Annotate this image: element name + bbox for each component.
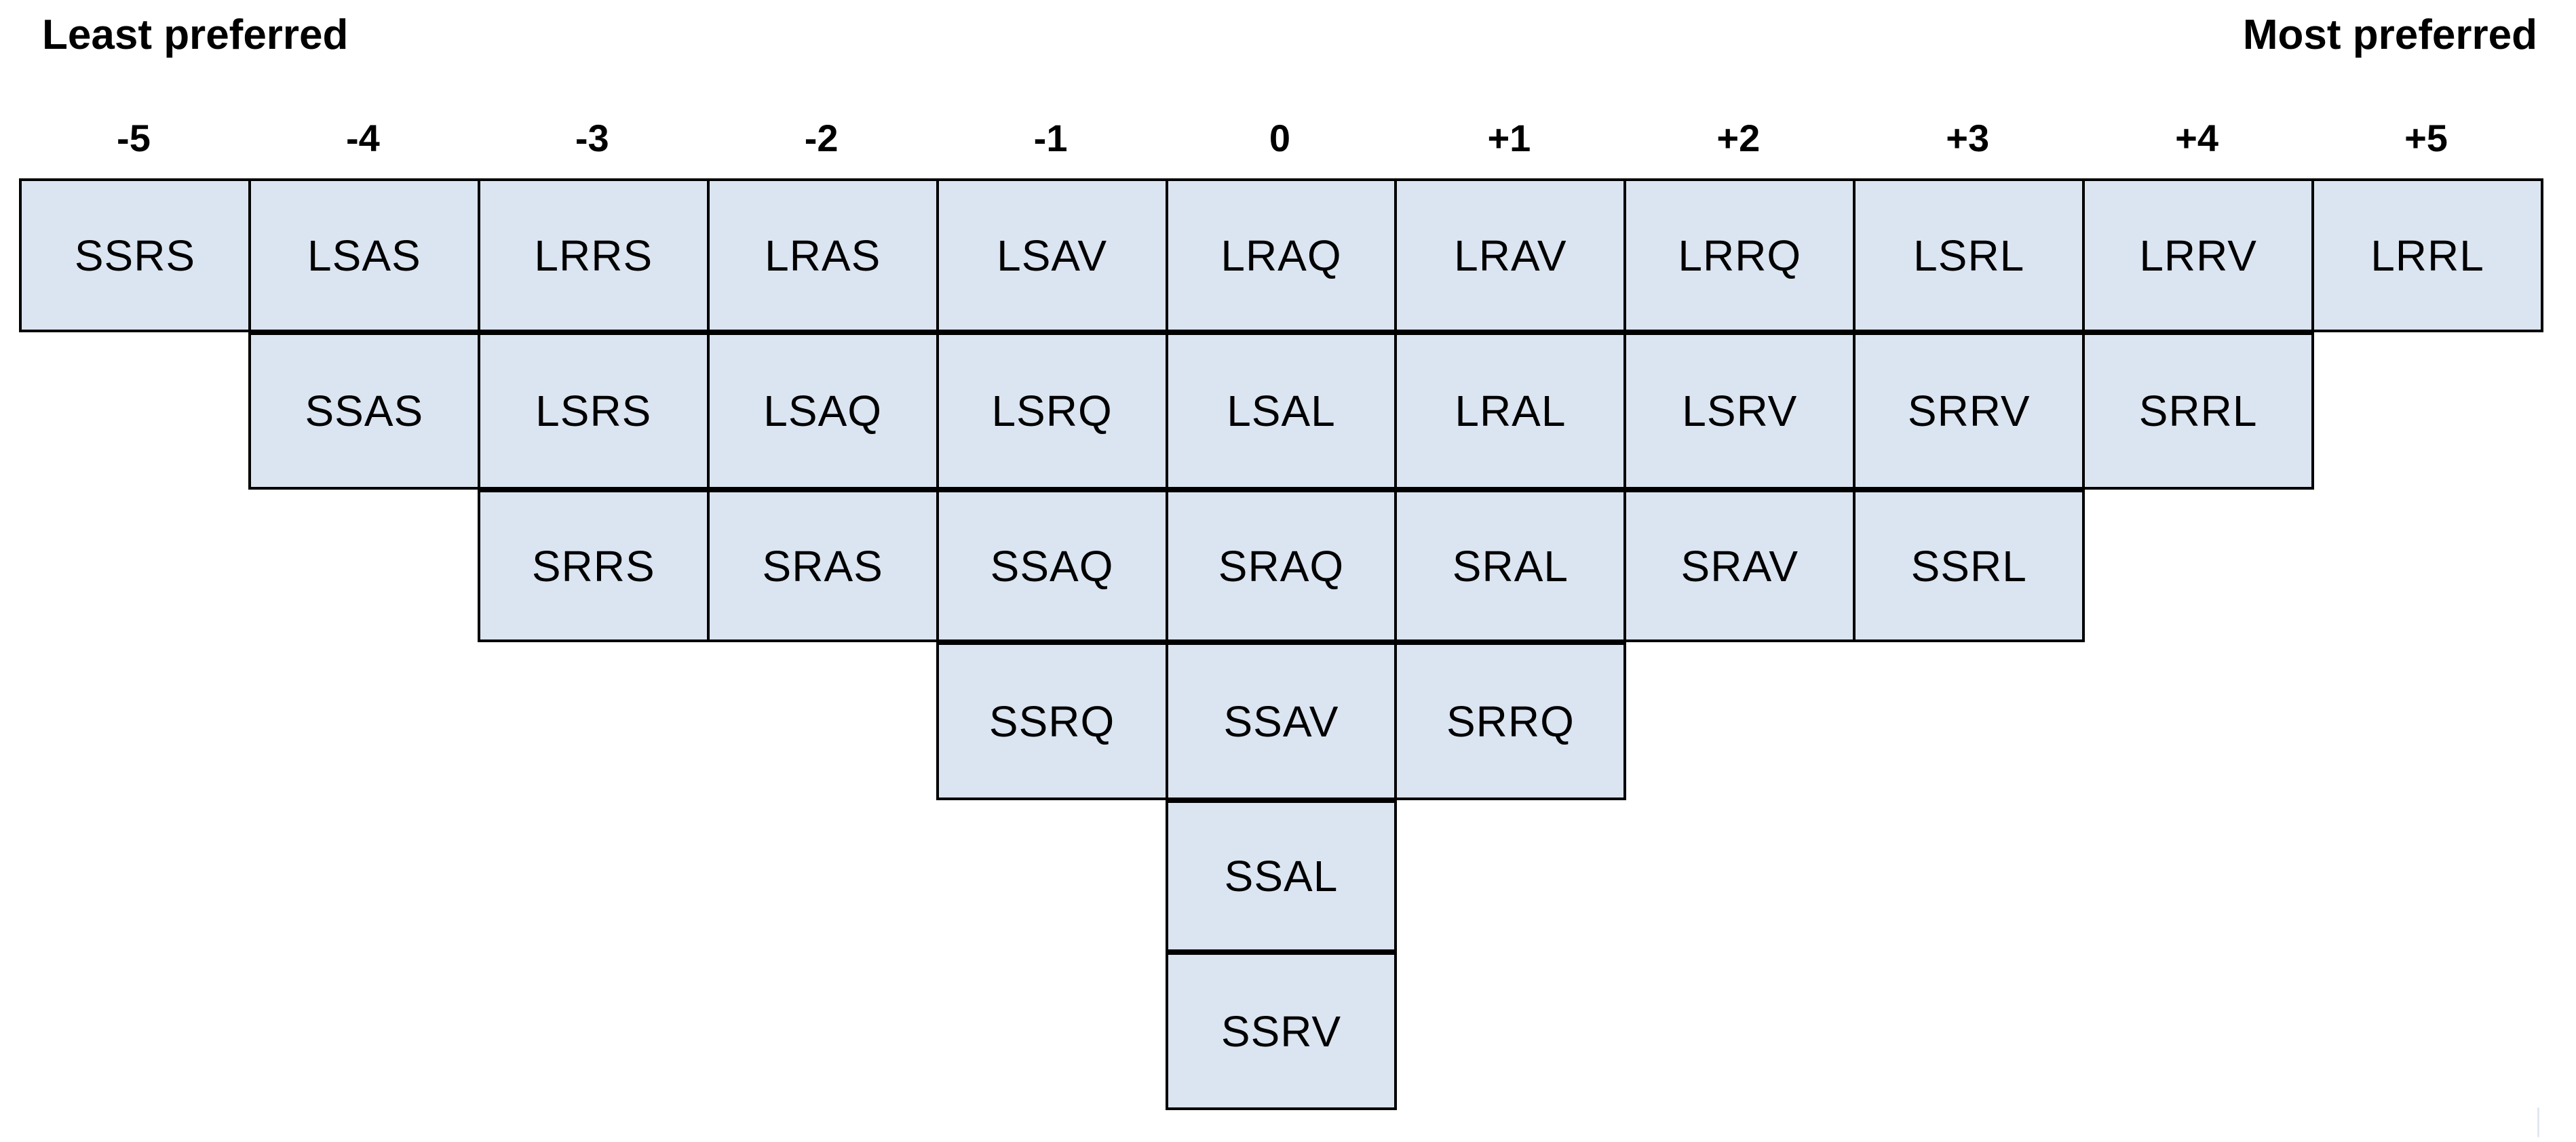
cell-ssrq: SSRQ — [936, 642, 1168, 800]
cell-sras: SRAS — [706, 490, 939, 642]
cell-lras: LRAS — [706, 178, 939, 332]
scale-tick-minus5: -5 — [117, 117, 151, 159]
cell-ssrv: SSRV — [1165, 952, 1398, 1110]
cell-sral: SRAL — [1394, 490, 1627, 642]
scale-tick-plus3: +3 — [1946, 117, 1990, 159]
cell-srrl: SRRL — [2082, 332, 2315, 490]
grid-row-6: SSRV — [1165, 952, 1398, 1110]
cell-ssal: SSAL — [1165, 800, 1398, 952]
cell-lsrq: LSRQ — [936, 332, 1168, 490]
cell-lrrq: LRRQ — [1623, 178, 1856, 332]
scale-tick-minus3: -3 — [575, 117, 609, 159]
cell-lrrs: LRRS — [477, 178, 710, 332]
scale-tick-0: 0 — [1269, 117, 1291, 159]
scale-tick-minus4: -4 — [345, 117, 380, 159]
scale-tick-plus2: +2 — [1716, 117, 1761, 159]
cell-lsrl: LSRL — [1853, 178, 2085, 332]
cell-ssrl: SSRL — [1853, 490, 2085, 642]
cell-sraq: SRAQ — [1165, 490, 1398, 642]
cell-ssas: SSAS — [248, 332, 480, 490]
cell-srrq: SRRQ — [1394, 642, 1627, 800]
most-preferred-label: Most preferred — [2242, 12, 2537, 58]
scrollbar-artifact — [2537, 1107, 2539, 1137]
cell-lsal: LSAL — [1165, 332, 1398, 490]
cell-srav: SRAV — [1623, 490, 1856, 642]
scale-row: -5 -4 -3 -2 -1 0 +1 +2 +3 +4 +5 — [19, 94, 2541, 161]
cell-lrrl: LRRL — [2311, 178, 2543, 332]
least-preferred-label: Least preferred — [42, 12, 349, 58]
scale-tick-minus1: -1 — [1033, 117, 1068, 159]
scale-tick-plus5: +5 — [2404, 117, 2448, 159]
cell-lsav: LSAV — [936, 178, 1168, 332]
cell-lrrv: LRRV — [2082, 178, 2315, 332]
scale-tick-plus1: +1 — [1487, 117, 1531, 159]
cell-lral: LRAL — [1394, 332, 1627, 490]
cell-srrs: SRRS — [477, 490, 710, 642]
grid-row-5: SSAL — [1165, 800, 1398, 952]
cell-lsrv: LSRV — [1623, 332, 1856, 490]
scale-tick-plus4: +4 — [2175, 117, 2219, 159]
cell-lsas: LSAS — [248, 178, 480, 332]
cell-ssav: SSAV — [1165, 642, 1398, 800]
cell-ssrs: SSRS — [19, 178, 251, 332]
cell-ssaq: SSAQ — [936, 490, 1168, 642]
cell-lrav: LRAV — [1394, 178, 1627, 332]
scale-tick-minus2: -2 — [804, 117, 839, 159]
cell-lsrs: LSRS — [477, 332, 710, 490]
cell-lsaq: LSAQ — [706, 332, 939, 490]
cell-lraq: LRAQ — [1165, 178, 1398, 332]
cell-srrv: SRRV — [1853, 332, 2085, 490]
